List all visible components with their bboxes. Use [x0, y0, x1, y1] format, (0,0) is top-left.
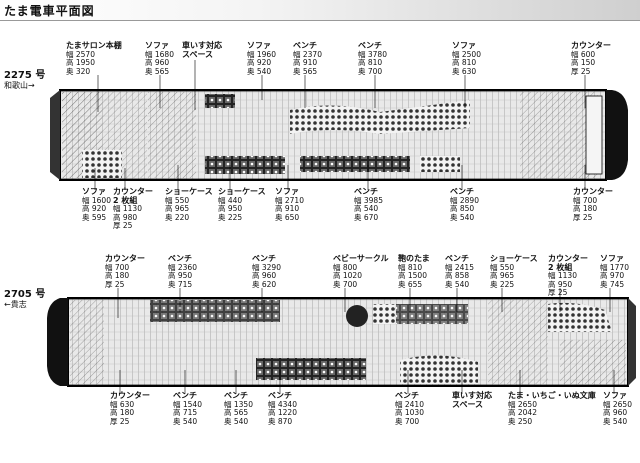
page-title: たま電車平面図 — [4, 4, 95, 18]
train-1-direction: 和歌山→ — [4, 81, 35, 90]
car-2275 — [50, 89, 628, 181]
train-2-id: 2705 号 — [4, 289, 46, 300]
train-2-direction: ←貴志 — [4, 300, 27, 309]
car-2705-leaders — [117, 288, 615, 394]
t2-bot-5: 車いす対応スペース — [452, 391, 492, 409]
t1-top-2: 車いす対応スペース — [182, 41, 222, 59]
title-bar: たま電車平面図 — [0, 0, 640, 21]
train-1-id: 2275 号 — [4, 70, 46, 81]
car-2275-leaders — [94, 60, 586, 190]
car-2705 — [47, 297, 636, 387]
